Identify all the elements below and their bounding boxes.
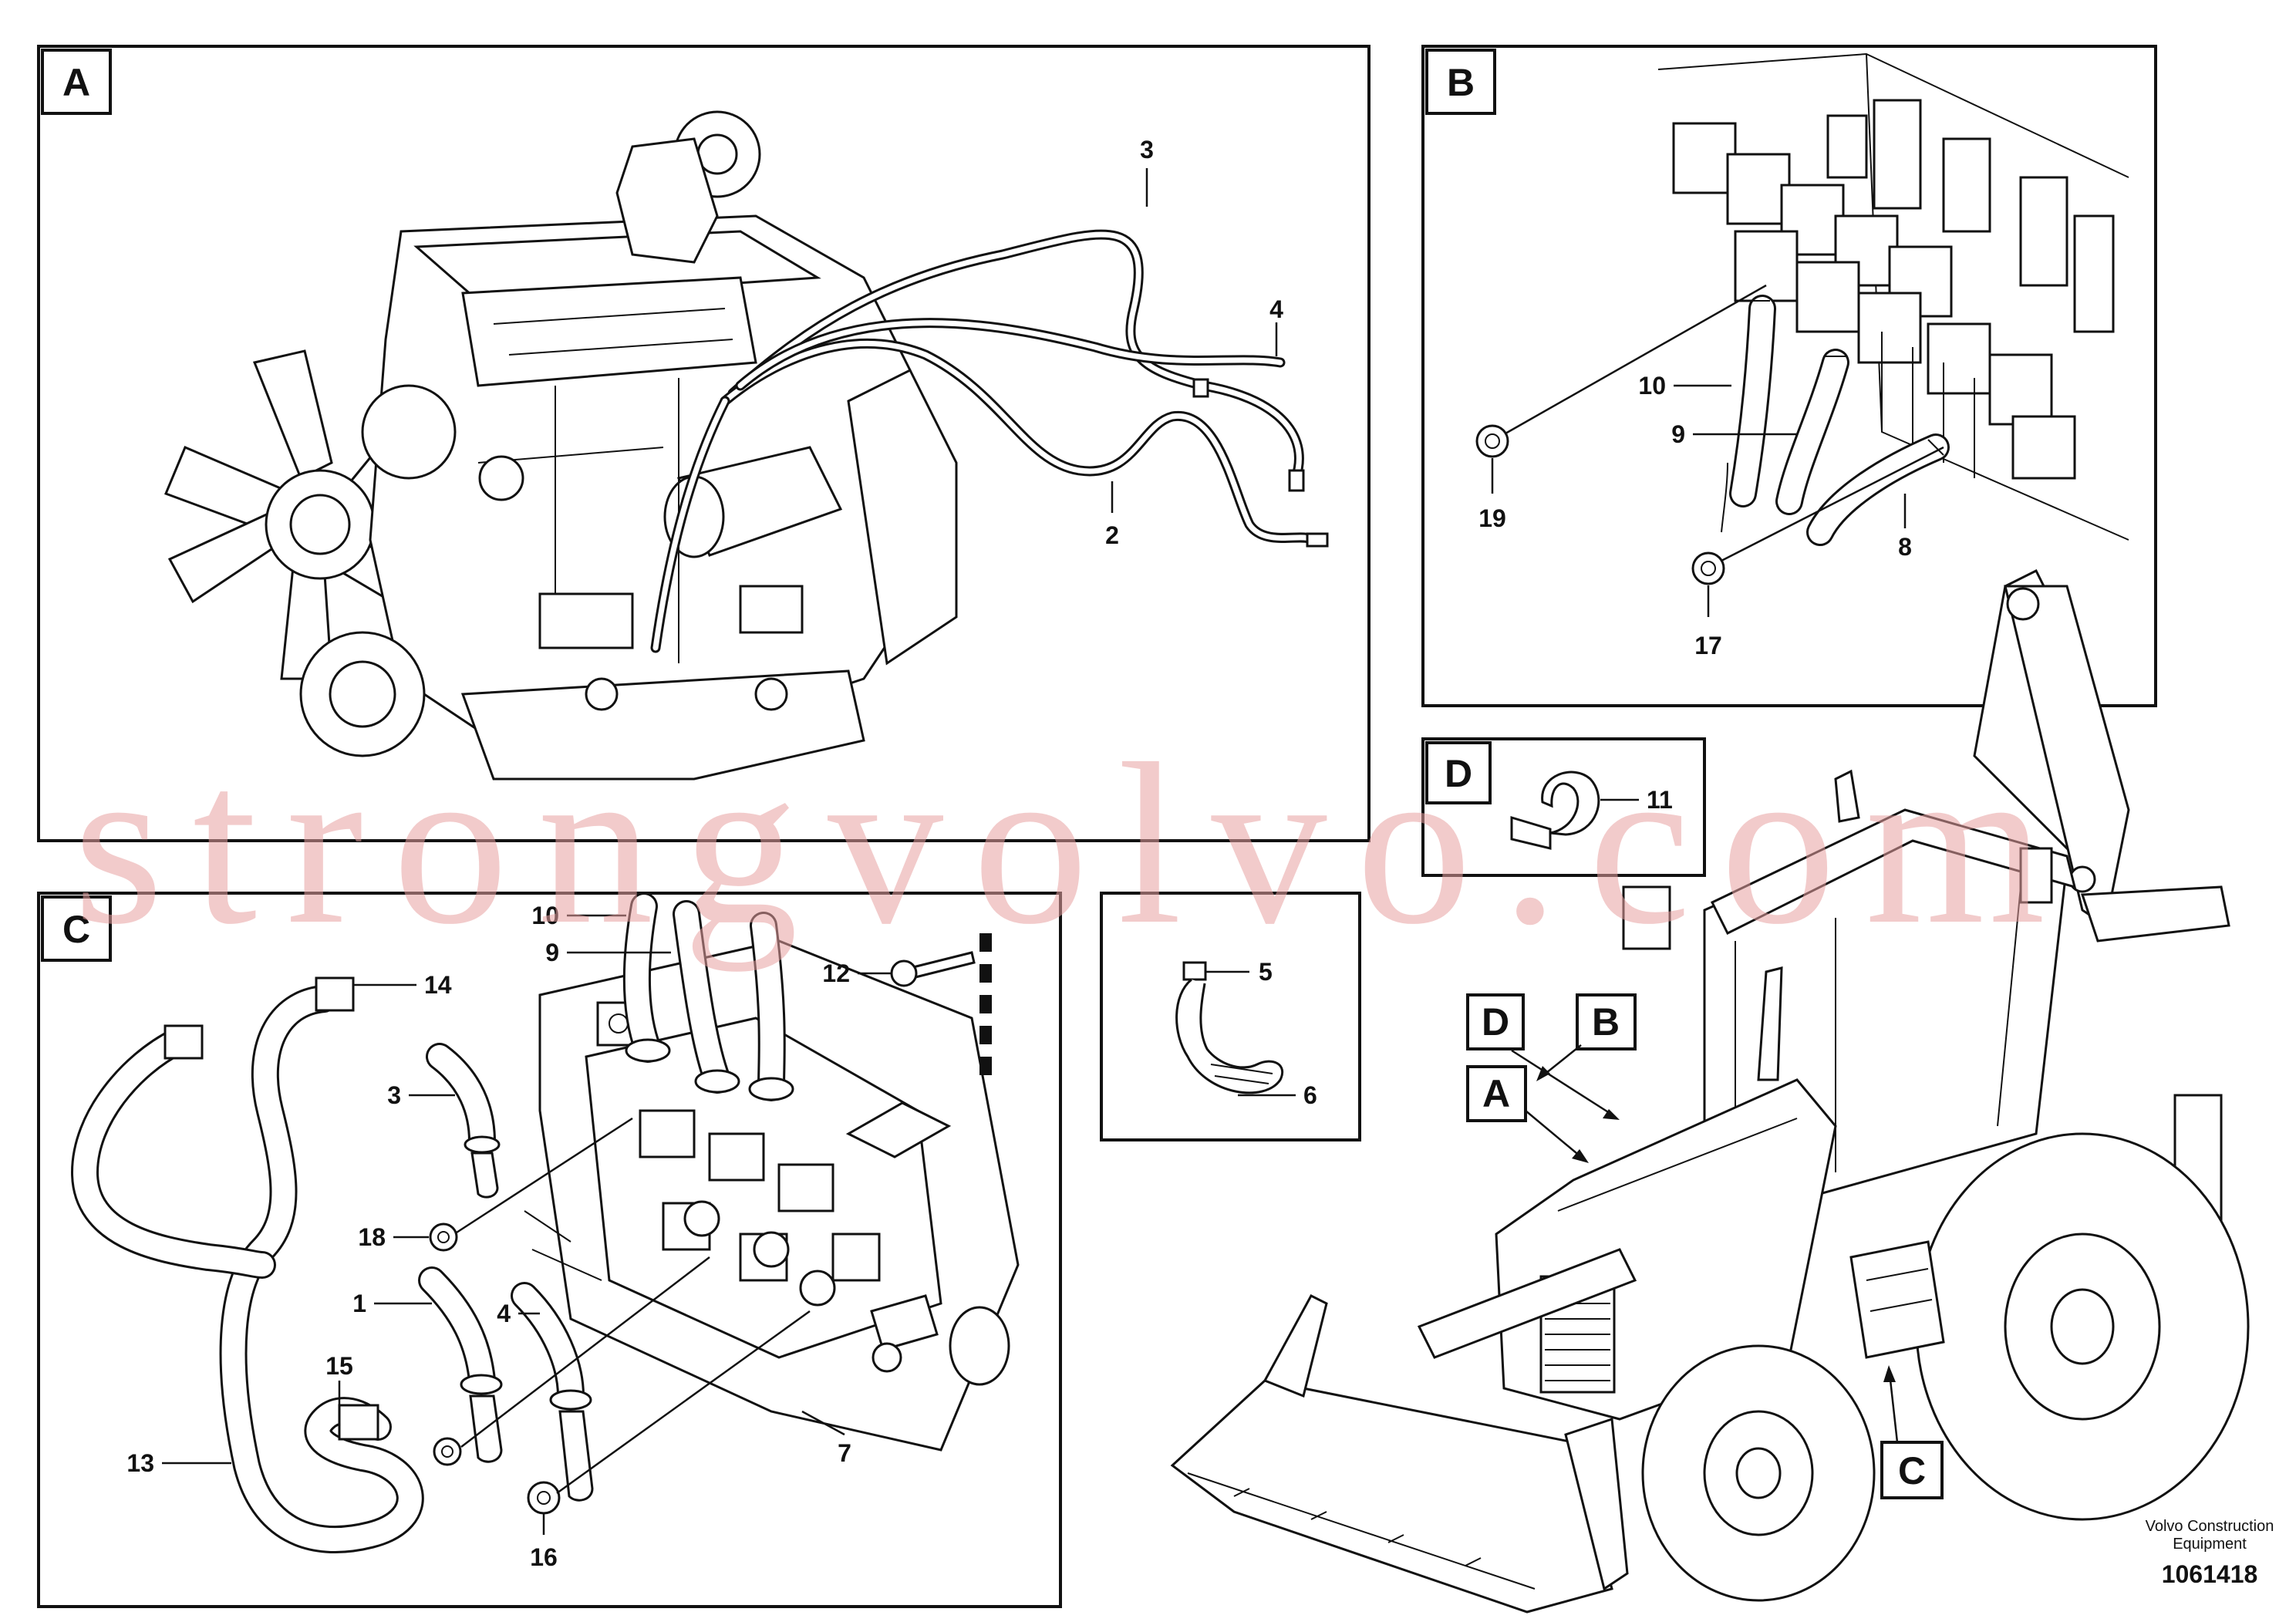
- panel-d-tag: [1425, 741, 1492, 804]
- callout-8: 8: [1898, 533, 1912, 561]
- panel-c-tag: [41, 895, 112, 962]
- machine-callout-a: A: [1482, 1072, 1510, 1115]
- machine-callouts: D B A C: [1466, 993, 1944, 1499]
- callout-9: 9: [545, 939, 559, 966]
- fan-icon: [164, 349, 464, 680]
- clamp-icon: [1510, 771, 1600, 850]
- callout-11: 11: [1647, 786, 1673, 814]
- hose-3: [426, 1043, 501, 1199]
- callout-12: 12: [822, 959, 850, 987]
- harness-13: [71, 976, 424, 1553]
- relay-icon: [1672, 99, 2115, 480]
- panel-a-callouts: 3 4 2: [1105, 136, 1283, 549]
- drawing-number: 1061418: [2162, 1560, 2258, 1588]
- callout-4: 4: [1269, 295, 1283, 323]
- callout-16: 16: [530, 1543, 558, 1571]
- cable-tie-icon: [1175, 961, 1284, 1094]
- callout-10: 10: [531, 902, 559, 929]
- panel-b-letter: B: [1447, 61, 1475, 104]
- panel-b-tag: [1425, 49, 1496, 115]
- nut-16-icon: [527, 1481, 561, 1515]
- nut-17-icon: [1691, 551, 1725, 585]
- backhoe-loader-illustration: [1170, 568, 2250, 1614]
- cable-tie-mark: [979, 933, 992, 952]
- cable-terminal-icon: [1306, 532, 1329, 548]
- callout-3: 3: [387, 1081, 401, 1109]
- machine-callout-b: B: [1592, 1000, 1620, 1044]
- callout-17: 17: [1694, 632, 1722, 659]
- machine-callout-d-tag: [1466, 993, 1525, 1050]
- panel-cable-tie: 5 6: [1100, 892, 1361, 1141]
- brand-line-1: Volvo Construction: [2146, 1518, 2274, 1535]
- cable-terminal-icon: [1288, 469, 1305, 492]
- callout-15: 15: [325, 1352, 353, 1380]
- cable-bundle: [622, 892, 794, 1101]
- machine-callout-d: D: [1482, 1000, 1509, 1044]
- callout-14: 14: [424, 971, 452, 999]
- panel-a-letter: A: [62, 61, 90, 104]
- machine-callout-b-tag: [1576, 993, 1637, 1050]
- panel-d-letter: D: [1445, 752, 1472, 795]
- connector-14-icon: [315, 976, 355, 1012]
- bolt-12-icon: [890, 951, 976, 987]
- callout-18: 18: [358, 1223, 386, 1251]
- callout-6: 6: [1303, 1081, 1317, 1109]
- callout-3: 3: [1140, 136, 1154, 164]
- battery-cables: [650, 229, 1329, 653]
- watermark: strongvolvo.com: [73, 716, 2075, 973]
- callout-2: 2: [1105, 521, 1119, 549]
- machine-callout-c: C: [1898, 1449, 1926, 1492]
- machine-callout-c-tag: [1880, 1441, 1944, 1499]
- callout-7: 7: [838, 1439, 851, 1467]
- cable-tie-mark: [979, 964, 992, 983]
- panel-d: D 11: [1421, 737, 1706, 877]
- cable-tie-mark: [979, 995, 992, 1013]
- nut-icon: [433, 1437, 462, 1466]
- panel-c-callouts: 10 9 12 14 3 18 1 4 15 13 16 7: [126, 902, 891, 1571]
- connector-15-icon: [338, 1404, 379, 1441]
- panel-c: C: [37, 892, 1062, 1608]
- cable-terminal-icon: [1192, 378, 1209, 398]
- panel-b-wires: [1721, 295, 1950, 546]
- callout-1: 1: [352, 1290, 366, 1317]
- cable-tie-mark: [979, 1026, 992, 1044]
- machine-callout-a-tag: [1466, 1065, 1527, 1122]
- panel-a: A: [37, 45, 1371, 842]
- panel-a-tag: [41, 49, 112, 115]
- brand-line-2: Equipment: [2173, 1536, 2247, 1553]
- callout-4: 4: [497, 1300, 511, 1327]
- callout-13: 13: [126, 1449, 154, 1477]
- callout-5: 5: [1259, 958, 1273, 986]
- hose-1: [418, 1266, 503, 1463]
- nut-18-icon: [429, 1222, 458, 1252]
- connector-icon: [164, 1024, 204, 1060]
- panel-b-callouts: 10 9 19 8 17: [1478, 284, 1944, 659]
- callout-10: 10: [1638, 372, 1666, 400]
- callout-19: 19: [1478, 504, 1506, 532]
- hose-4: [511, 1282, 594, 1502]
- relay-box-illustration: [1657, 52, 2129, 541]
- panel-c-letter: C: [62, 908, 90, 951]
- callout-9: 9: [1671, 420, 1685, 448]
- junction-box-illustration: [538, 939, 1020, 1452]
- cable-tie-mark: [979, 1057, 992, 1075]
- nut-19-icon: [1475, 424, 1509, 458]
